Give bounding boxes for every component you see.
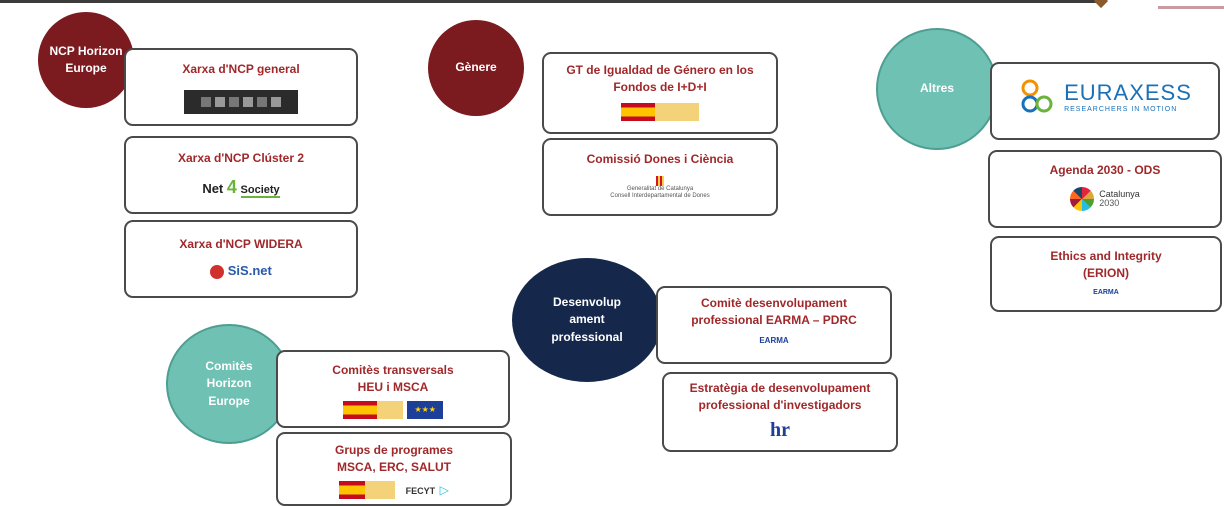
circle-altres: Altres xyxy=(876,28,998,150)
euraxess-icon xyxy=(1021,79,1053,113)
circle-label: Altres xyxy=(919,81,954,96)
spain-flag-icon xyxy=(621,102,655,121)
box-title: Estratègia de desenvolupament profession… xyxy=(689,381,871,413)
box-title: Ethics and Integrity (ERION) xyxy=(1050,249,1162,281)
ncp-network-logo xyxy=(184,90,298,115)
box-title: GT de Igualdad de Género en los Fondos d… xyxy=(566,63,754,95)
eu-flag-icon: ★★★ xyxy=(407,400,444,419)
circle-ncp-horizon-europe: NCP Horizon Europe xyxy=(38,12,134,108)
sisnet-icon xyxy=(210,264,225,279)
box-title: Grups de programes MSCA, ERC, SALUT xyxy=(334,443,454,475)
box-comite-earma-pdrc: Comitè desenvolupament professional EARM… xyxy=(656,286,892,364)
senyera-icon xyxy=(656,176,664,187)
circle-genere: Gènere xyxy=(428,20,524,116)
circle-label: NCP Horizon Europe xyxy=(49,43,123,75)
earma-logo: EARMA xyxy=(759,335,789,345)
box-xarxa-ncp-cluster2: Xarxa d'NCP Clúster 2 Net 4 Society xyxy=(124,136,358,214)
fecyt-arrow-icon: ▷ xyxy=(439,483,449,498)
box-title: Comitè desenvolupament professional EARM… xyxy=(691,296,857,328)
box-xarxa-ncp-general: Xarxa d'NCP general xyxy=(124,48,358,126)
box-title: Comissió Dones i Ciència xyxy=(586,152,734,166)
catalunya-2030-logo: Catalunya 2030 xyxy=(990,187,1220,212)
generalitat-logo: Generalitat de Catalunya Consell Interde… xyxy=(544,176,776,199)
circle-comites-horizon-europe: Comitès Horizon Europe xyxy=(166,324,292,444)
spain-flag-icon xyxy=(339,480,366,499)
box-title: Xarxa d'NCP general xyxy=(182,62,300,76)
box-euraxess: EURAXESS RESEARCHERS IN MOTION xyxy=(990,62,1220,140)
box-comissio-dones-ciencia: Comissió Dones i Ciència Generalitat de … xyxy=(542,138,778,216)
sisnet-logo: SiS.net xyxy=(126,263,356,279)
ministry-eu-logo: ★★★ xyxy=(278,400,508,419)
top-rule-right xyxy=(1158,6,1224,9)
circle-label: Desenvolup ament professional xyxy=(551,294,623,344)
hr-excellence-logo: hr xyxy=(770,418,790,441)
box-title: Comitès transversals HEU i MSCA xyxy=(332,363,454,395)
box-agenda-2030-ods: Agenda 2030 - ODS Catalunya 2030 xyxy=(988,150,1222,228)
government-logo-icon xyxy=(365,480,396,499)
euraxess-tagline: RESEARCHERS IN MOTION xyxy=(1064,105,1178,113)
ministry-logo xyxy=(544,102,776,121)
circle-label: Gènere xyxy=(455,60,497,75)
euraxess-name: EURAXESS xyxy=(1064,79,1192,105)
net4society-logo: Net 4 Society xyxy=(202,177,280,199)
box-grups-programes: Grups de programes MSCA, ERC, SALUT FECY… xyxy=(276,432,512,506)
fecyt-text: FECYT xyxy=(405,486,436,497)
box-xarxa-ncp-widera: Xarxa d'NCP WIDERA SiS.net xyxy=(124,220,358,298)
top-rule-end-marker xyxy=(1093,0,1109,9)
box-gt-igualdad-genero: GT de Igualdad de Género en los Fondos d… xyxy=(542,52,778,134)
circle-desenvolupament-professional: Desenvolup ament professional xyxy=(512,258,662,382)
box-ethics-integrity: Ethics and Integrity (ERION) EARMA xyxy=(990,236,1222,312)
box-title: Agenda 2030 - ODS xyxy=(1049,163,1161,177)
euraxess-logo: EURAXESS RESEARCHERS IN MOTION xyxy=(992,78,1218,114)
box-estrategia-desenvolupament: Estratègia de desenvolupament profession… xyxy=(662,372,898,452)
circle-label: Comitès Horizon Europe xyxy=(205,358,253,408)
earma-logo: EARMA xyxy=(1093,288,1119,296)
spain-flag-icon xyxy=(342,400,377,419)
box-title: Xarxa d'NCP WIDERA xyxy=(179,237,303,251)
government-logo-icon xyxy=(655,102,699,121)
sdg-wheel-icon xyxy=(1070,187,1095,212)
box-comites-transversals: Comitès transversals HEU i MSCA ★★★ xyxy=(276,350,510,428)
government-logo-icon xyxy=(376,400,403,419)
top-rule xyxy=(0,0,1100,3)
box-title: Xarxa d'NCP Clúster 2 xyxy=(177,151,305,165)
fecyt-logo: FECYT ▷ xyxy=(278,480,510,499)
